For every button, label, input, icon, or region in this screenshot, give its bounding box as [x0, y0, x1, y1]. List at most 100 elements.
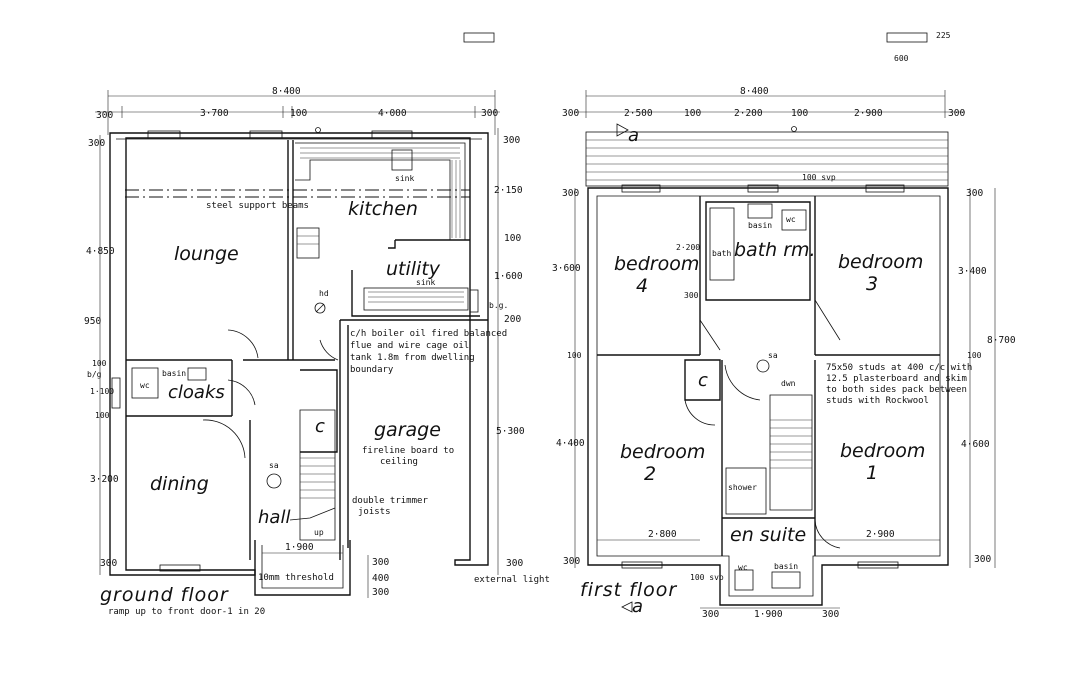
gf-dim-4000: 4·000 — [378, 108, 407, 119]
gf-dim-200: 200 — [504, 314, 521, 325]
gf-dim-300g: 300 — [372, 587, 389, 598]
gf-dim-3200: 3·200 — [90, 474, 119, 485]
ff-basin-bath: basin — [748, 221, 772, 230]
ff-dim-2800: 2·800 — [648, 529, 677, 540]
ff-section-mark-bottom: a — [632, 596, 643, 617]
gf-note-external-light: external light — [474, 575, 550, 585]
gf-room-cloaks: cloaks — [168, 382, 225, 403]
ff-room-bedroom3-num: 3 — [866, 273, 878, 295]
gf-note-boiler-4: boundary — [350, 365, 394, 375]
ff-dim-2900b: 2·900 — [866, 529, 895, 540]
ff-dim-2900: 2·900 — [854, 108, 883, 119]
gf-sink-kitchen: sink — [395, 174, 414, 183]
gf-dim-5300: 5·300 — [496, 426, 525, 437]
gf-sa: sa — [269, 461, 279, 470]
ff-svp-top: 100 svp — [802, 173, 836, 182]
ff-dim-100d: 100 — [967, 351, 982, 360]
ff-dim-2200: 2·200 — [734, 108, 763, 119]
gf-dim-100b: 100 — [504, 233, 521, 244]
ff-dim-100b: 100 — [791, 108, 808, 119]
gf-note-fireline-1: fireline board to — [362, 446, 454, 456]
ff-sa: sa — [768, 351, 778, 360]
gf-note-trimmer-2: joists — [358, 507, 391, 517]
gf-basin: basin — [162, 369, 186, 378]
ff-dim-1900: 1·900 — [754, 609, 783, 620]
gf-room-cupboard: c — [315, 416, 325, 437]
ground-floor-plan: 8·400 300 3·700 100 4·000 300 300 4·850 … — [84, 86, 550, 617]
ff-room-bedroom3: bedroom — [838, 251, 923, 273]
ff-basin-ensuite: basin — [774, 562, 798, 571]
gf-note-boiler-1: c/h boiler oil fired balanced — [350, 329, 507, 339]
gf-dim-300b: 300 — [481, 108, 498, 119]
ff-room-bedroom2-num: 2 — [644, 463, 656, 485]
gf-room-utility: utility — [386, 258, 441, 280]
ff-svp-bottom: 100 svp — [690, 573, 724, 582]
ff-dim-100a: 100 — [684, 108, 701, 119]
ff-note-studs-2: 12.5 plasterboard and skim — [826, 374, 967, 384]
gf-up: up — [314, 528, 324, 537]
gf-dim-300e: 300 — [100, 558, 117, 569]
ff-dim-600: 600 — [894, 54, 909, 63]
gf-dim-300a: 300 — [96, 110, 113, 121]
ff-dim-4400: 4·400 — [556, 438, 585, 449]
ff-dim-3600: 3·600 — [552, 263, 581, 274]
ff-dim-4600: 4·600 — [961, 439, 990, 450]
gf-hd: hd — [319, 289, 329, 298]
gf-room-garage: garage — [374, 419, 441, 441]
gf-note-threshold: 10mm threshold — [258, 573, 334, 583]
gf-room-kitchen: kitchen — [348, 198, 418, 220]
ff-room-bedroom4-num: 4 — [636, 275, 648, 297]
ff-dwn: dwn — [781, 379, 796, 388]
ff-room-bedroom2: bedroom — [620, 441, 705, 463]
ff-room-en-suite: en suite — [730, 524, 806, 546]
ff-dim-300a: 300 — [562, 108, 579, 119]
ff-dim-300e: 300 — [966, 188, 983, 199]
gf-dim-400: 400 — [372, 573, 389, 584]
gf-dim-3700: 3·700 — [200, 108, 229, 119]
ff-dim-225: 225 — [936, 31, 951, 40]
gf-dim-2150: 2·150 — [494, 185, 523, 196]
ff-room-bedroom1: bedroom — [840, 440, 925, 462]
gf-dim-1100: 1·100 — [90, 387, 114, 396]
ff-dim-300h: 300 — [822, 609, 839, 620]
gf-dim-100a: 100 — [290, 108, 307, 119]
ff-note-studs-1: 75x50 studs at 400 c/c with — [826, 363, 972, 373]
ff-dim-8700: 8·700 — [987, 335, 1016, 346]
ff-dim-300f: 300 — [974, 554, 991, 565]
ff-dim-2500: 2·500 — [624, 108, 653, 119]
gf-dim-300d: 300 — [506, 558, 523, 569]
ff-room-bedroom1-num: 1 — [866, 462, 878, 484]
gf-dim-100c: 100 — [92, 359, 107, 368]
gf-caption: ground floor — [100, 584, 229, 606]
gf-dim-300f: 300 — [372, 557, 389, 568]
gf-bg-right: b.g. — [489, 301, 508, 310]
gf-note-ramp: ramp up to front door-1 in 20 — [108, 607, 265, 617]
gf-dim-1900: 1·900 — [285, 542, 314, 553]
gf-note-boiler-3: tank 1.8m from dwelling — [350, 353, 475, 363]
ff-shower: shower — [728, 483, 757, 492]
gf-room-dining: dining — [150, 473, 209, 495]
gf-note-steel: steel support beams — [206, 201, 309, 211]
ff-dim-300d: 300 — [563, 556, 580, 567]
first-floor-plan: 225 600 8·400 300 2·500 100 2·200 100 2·… — [463, 31, 1016, 620]
ff-dim-100c: 100 — [567, 351, 582, 360]
gf-sink-utility: sink — [416, 278, 435, 287]
ff-section-mark: a — [628, 125, 639, 146]
ff-wc-ensuite: wc — [738, 563, 748, 572]
gf-dim-300c: 300 — [503, 135, 520, 146]
gf-note-trimmer-1: double trimmer — [352, 496, 428, 506]
ff-wc-bath: wc — [786, 215, 796, 224]
ff-dim-300c: 300 — [562, 188, 579, 199]
gf-note-fireline-2: ceiling — [380, 457, 418, 467]
ff-caption: first floor — [580, 579, 677, 601]
ff-dim-300-bath: 300 — [684, 291, 699, 300]
ff-dim-300g: 300 — [702, 609, 719, 620]
ff-room-bath: bath rm. — [734, 239, 816, 261]
ff-room-cupboard: c — [698, 370, 708, 391]
gf-room-lounge: lounge — [174, 243, 239, 265]
gf-dim-4850: 4·850 — [86, 246, 115, 257]
gf-wc: wc — [140, 381, 150, 390]
ff-room-bedroom4: bedroom — [614, 253, 699, 275]
ff-dim-2200b: 2·200 — [676, 243, 700, 252]
